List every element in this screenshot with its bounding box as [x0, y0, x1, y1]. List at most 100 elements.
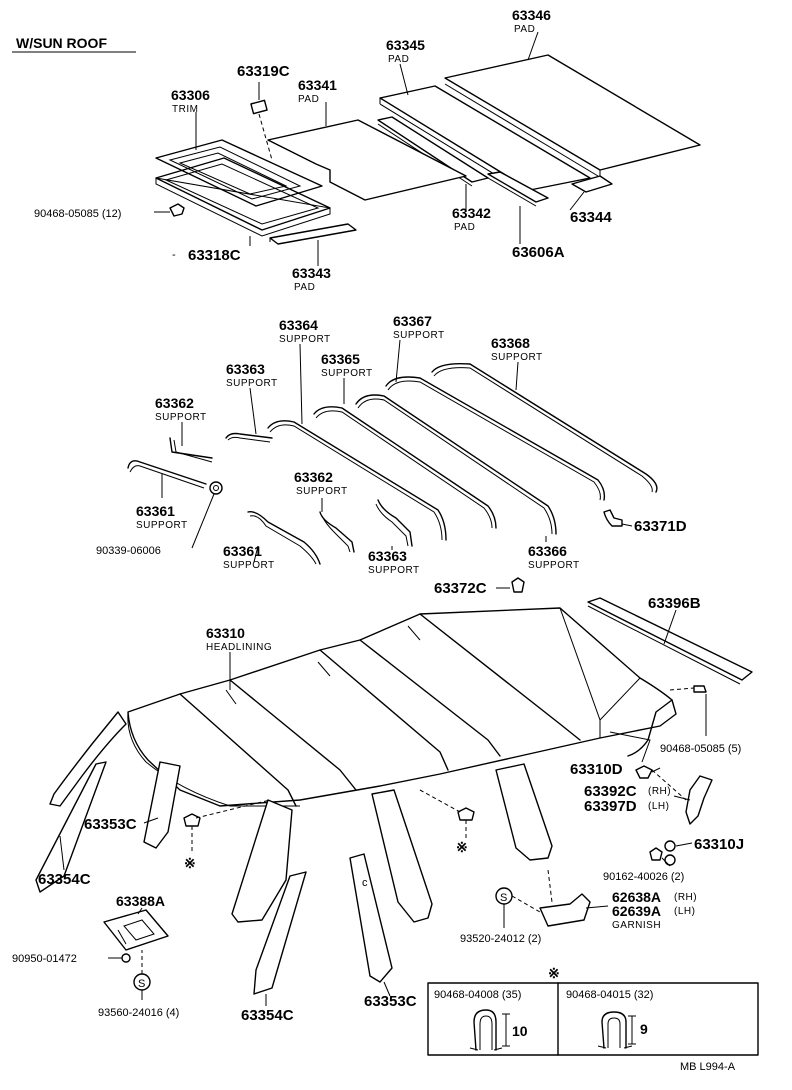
label-93520-24012: 93520-24012 (2) — [460, 933, 541, 945]
desc-63362-lower: SUPPORT — [296, 486, 348, 497]
part-63319C-drawing — [250, 99, 273, 161]
desc-63306: TRIM — [172, 104, 198, 115]
label-63318C: 63318C — [188, 247, 241, 264]
svg-text:S: S — [138, 978, 145, 990]
desc-63310: HEADLINING — [206, 642, 272, 653]
desc-63364: SUPPORT — [279, 334, 331, 345]
pad-63606A-drawing — [487, 171, 549, 207]
clip-63310J-ring-icon — [664, 854, 676, 866]
label-63345: 63345 — [386, 37, 425, 53]
clip-90468-05085-icon — [169, 203, 185, 217]
bracket-63392C-drawing — [685, 775, 713, 825]
desc-63362-upper: SUPPORT — [155, 412, 207, 423]
label-63361-lower: 63361 — [223, 543, 262, 559]
label-93560-24016: 93560-24016 (4) — [98, 1007, 179, 1019]
strip-63396B-drawing — [587, 597, 753, 685]
label-63362-lower: 63362 — [294, 469, 333, 485]
label-63346: 63346 — [512, 7, 551, 23]
label-63362-upper: 63362 — [155, 395, 194, 411]
dash-mark: - — [172, 249, 176, 261]
label-63364: 63364 — [279, 317, 318, 333]
label-63396B: 63396B — [648, 595, 701, 612]
footer-code: MB L994-A — [680, 1061, 736, 1073]
label-63367: 63367 — [393, 313, 432, 329]
desc-63342: PAD — [454, 222, 475, 233]
small-c-mark: c — [362, 877, 368, 889]
label-63392C: 63392C — [584, 783, 637, 800]
desc-63363-upper: SUPPORT — [226, 378, 278, 389]
label-63354C-left: 63354C — [38, 871, 91, 888]
clip-table-dim-left: 10 — [512, 1023, 528, 1039]
clip-mark-left: ※ — [184, 855, 196, 871]
frame-63318C-drawing — [155, 157, 331, 237]
label-90468-05085-12: 90468-05085 (12) — [34, 208, 121, 220]
label-63371D: 63371D — [634, 518, 687, 535]
clip-63310D-icon — [635, 765, 653, 779]
desc-63345: PAD — [388, 54, 409, 65]
clip-90468-05085-5-icon — [693, 685, 707, 693]
clip-table-part-left: 90468-04008 (35) — [434, 989, 521, 1001]
desc-63366: SUPPORT — [528, 560, 580, 571]
label-63354C-lower: 63354C — [241, 1007, 294, 1024]
desc-63368: SUPPORT — [491, 352, 543, 363]
label-63363-upper: 63363 — [226, 361, 265, 377]
clip-mark-table: ※ — [548, 965, 560, 981]
screw-90162-icon — [649, 847, 663, 861]
label-63368: 63368 — [491, 335, 530, 351]
desc-62638A: (RH) — [674, 892, 697, 903]
label-90468-05085-5: 90468-05085 (5) — [660, 743, 741, 755]
label-63388A: 63388A — [116, 893, 165, 909]
desc-63397D: (LH) — [648, 801, 669, 812]
desc-63343: PAD — [294, 282, 315, 293]
desc-63365: SUPPORT — [321, 368, 373, 379]
label-90162-40026: 90162-40026 (2) — [603, 871, 684, 883]
headlining-63310-drawing — [127, 607, 677, 807]
clip-left-icon — [183, 813, 201, 827]
desc-63361-lower: SUPPORT — [223, 560, 275, 571]
trim-63306-drawing — [155, 139, 323, 207]
clip-right-icon — [457, 807, 475, 821]
supports-drawing — [127, 362, 658, 593]
desc-garnish: GARNISH — [612, 920, 661, 931]
pad-63341-drawing — [267, 119, 467, 201]
svg-text:S: S — [500, 892, 507, 904]
desc-63367: SUPPORT — [393, 330, 445, 341]
desc-63392C: (RH) — [648, 786, 671, 797]
garnish-62638A-drawing — [539, 893, 591, 927]
label-63353C-center: 63353C — [364, 993, 417, 1010]
pad-63343-drawing — [269, 223, 357, 245]
header-title: W/SUN ROOF — [16, 35, 107, 51]
label-63366: 63366 — [528, 543, 567, 559]
label-63342: 63342 — [452, 205, 491, 221]
label-62639A: 62639A — [612, 903, 661, 919]
desc-62639A: (LH) — [674, 906, 695, 917]
clip-table — [427, 982, 759, 1056]
screw-93520-icon: S — [495, 887, 513, 905]
desc-63346: PAD — [514, 24, 535, 35]
plate-63388A-drawing — [103, 909, 169, 951]
clip-63310J-icon — [664, 840, 676, 852]
label-63365: 63365 — [321, 351, 360, 367]
label-90950-01472: 90950-01472 — [12, 953, 77, 965]
label-63343: 63343 — [292, 265, 331, 281]
nut-90950-icon — [121, 953, 131, 963]
label-63344: 63344 — [570, 209, 612, 226]
label-63306: 63306 — [171, 87, 210, 103]
clip-mark-right: ※ — [456, 839, 468, 855]
screw-93560-icon: S — [133, 973, 151, 991]
label-63353C-left: 63353C — [84, 816, 137, 833]
label-63361-upper: 63361 — [136, 503, 175, 519]
desc-63341: PAD — [298, 94, 319, 105]
clip-table-part-right: 90468-04015 (32) — [566, 989, 653, 1001]
label-90339-06006: 90339-06006 — [96, 545, 161, 557]
label-63310D: 63310D — [570, 761, 623, 778]
label-63341: 63341 — [298, 77, 337, 93]
label-62638A: 62638A — [612, 889, 661, 905]
pad-63346-drawing — [444, 54, 701, 177]
pillar-garnishes-drawing — [35, 711, 651, 995]
label-63606A: 63606A — [512, 244, 565, 261]
label-63319C: 63319C — [237, 63, 290, 80]
label-63310: 63310 — [206, 625, 245, 641]
